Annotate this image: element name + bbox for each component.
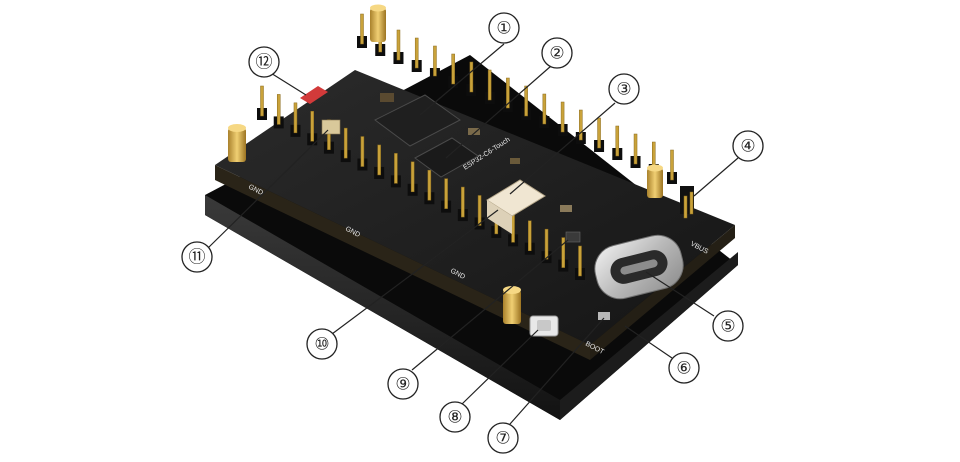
leader-8 — [461, 329, 539, 405]
front-header-pin-2 — [276, 94, 281, 125]
back-pin-header — [357, 13, 677, 184]
callout-5: ⑤ — [712, 310, 744, 342]
callout-12-label: ⑫ — [256, 53, 273, 72]
callout-6: ⑥ — [668, 352, 700, 384]
callout-4: ④ — [732, 130, 764, 162]
callout-11: ⑪ — [181, 241, 213, 273]
back-header-pin-6 — [451, 53, 455, 85]
callout-7-label: ⑦ — [495, 429, 510, 448]
callout-5-label: ⑤ — [720, 317, 735, 336]
leader-10 — [331, 209, 499, 335]
leader-lines — [207, 43, 739, 425]
front-header-pin-6 — [343, 127, 348, 159]
callout-8-label: ⑧ — [447, 408, 462, 427]
back-header-pin-8 — [487, 69, 492, 101]
leader-11 — [207, 129, 329, 249]
front-header-pin-13 — [461, 186, 465, 218]
leader-7 — [509, 317, 605, 425]
callout-3: ③ — [608, 73, 640, 105]
back-header-pin-9 — [506, 77, 510, 109]
front-header-pin-4 — [310, 111, 314, 142]
front-header-pin-8 — [377, 144, 381, 176]
leader-4 — [693, 157, 739, 197]
back-header-pin-10 — [524, 85, 528, 117]
back-header-pin-16 — [633, 133, 638, 165]
back-header-pin-5 — [433, 45, 437, 77]
callout-10-label: ⑩ — [314, 335, 329, 354]
leader-2 — [445, 65, 552, 159]
back-header-pin-14 — [597, 117, 601, 149]
leader-3 — [509, 102, 616, 195]
front-header-pin-10 — [410, 161, 415, 193]
back-header-pin-15 — [615, 125, 620, 157]
front-header-pin-1 — [260, 85, 264, 117]
callout-7: ⑦ — [487, 422, 519, 454]
front-header-pin-20 — [578, 245, 582, 277]
front-header-pin-12 — [444, 178, 448, 209]
leader-6 — [624, 325, 673, 359]
standoff-back-right — [647, 168, 663, 198]
back-header-pin-1 — [360, 13, 364, 45]
callout-2-label: ② — [549, 44, 564, 63]
usb-c-connector — [594, 234, 684, 300]
front-header-pin-7 — [360, 136, 365, 167]
front-header-pin-14 — [477, 195, 482, 226]
callout-2: ② — [541, 37, 573, 69]
front-header-pin-3 — [293, 102, 298, 134]
back-header-pin-18 — [670, 149, 674, 181]
back-header-pin-4 — [414, 37, 419, 69]
front-header-pin-16 — [511, 212, 515, 243]
smd-components — [380, 93, 610, 320]
back-header-pin-12 — [560, 101, 565, 133]
callout-11-label: ⑪ — [189, 248, 206, 267]
callout-1: ① — [488, 12, 520, 44]
standoff-back-left — [370, 8, 386, 42]
back-header-pin-7 — [469, 61, 474, 93]
leader-1 — [419, 43, 505, 116]
standoff-front-left — [228, 128, 246, 162]
front-header-pin-19 — [561, 237, 566, 268]
callout-4-label: ④ — [740, 137, 755, 156]
main-chip — [374, 94, 461, 147]
front-header-pin-18 — [544, 228, 549, 260]
small-connector — [321, 119, 341, 135]
callout-12: ⑫ — [248, 46, 280, 78]
front-header-pin-9 — [394, 153, 398, 184]
leader-9 — [411, 239, 569, 371]
white-connector — [486, 179, 546, 234]
callout-1-label: ① — [496, 19, 511, 38]
standoff-front-right — [503, 290, 521, 324]
callout-8: ⑧ — [439, 401, 471, 433]
back-header-pin-3 — [396, 29, 401, 61]
callout-markers: ① ② ③ ④ ⑤ ⑥ ⑦ ⑧ — [181, 12, 764, 454]
right-pin-header — [680, 186, 694, 219]
callout-10: ⑩ — [306, 328, 338, 360]
brass-standoffs — [228, 4, 663, 324]
callout-3-label: ③ — [616, 80, 631, 99]
leader-5 — [645, 271, 715, 317]
front-header-pin-5 — [327, 119, 331, 150]
callout-9: ⑨ — [387, 368, 419, 400]
back-header-pin-13 — [579, 109, 583, 141]
front-header-pin-17 — [528, 220, 532, 251]
back-header-pin-11 — [542, 93, 547, 125]
callout-6-label: ⑥ — [676, 359, 691, 378]
front-header-pin-11 — [427, 169, 432, 201]
red-component — [300, 86, 328, 104]
callout-9-label: ⑨ — [395, 375, 410, 394]
